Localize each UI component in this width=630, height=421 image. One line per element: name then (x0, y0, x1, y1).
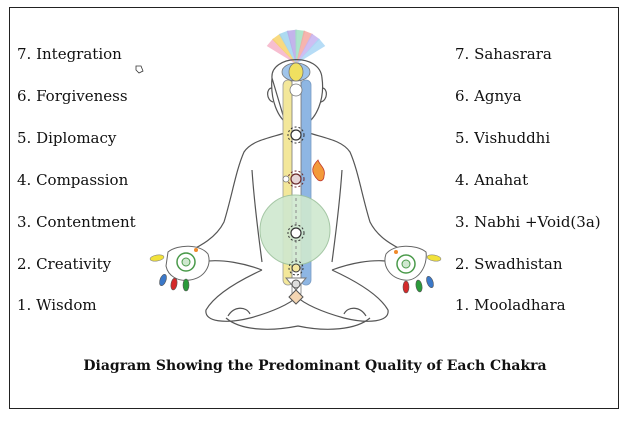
flame-icon (312, 159, 325, 182)
sun-icon (287, 170, 305, 188)
chakra-2: 2. Swadhistan (455, 255, 563, 273)
quality-1: 1. Wisdom (17, 296, 97, 314)
crown-ray (296, 30, 314, 64)
right-hand (384, 245, 442, 294)
hand-cursor-icon (135, 65, 144, 74)
crown-ray (266, 38, 296, 64)
quality-5: 5. Diplomacy (17, 129, 117, 147)
crown-ray (278, 30, 296, 64)
crown-ray (296, 38, 326, 64)
crown-rays (266, 29, 326, 64)
chakra-5: 5. Vishuddhi (455, 129, 551, 147)
quality-4: 4. Compassion (17, 171, 129, 189)
chakra-7: 7. Sahasrara (455, 45, 552, 63)
body-outline (187, 59, 407, 330)
quality-6: 6. Forgiveness (17, 87, 128, 105)
diagram-caption: Diagram Showing the Predominant Quality … (83, 358, 547, 374)
mooladhara-chakra (288, 289, 304, 305)
sun-icon (288, 260, 304, 276)
agnya-point (289, 83, 303, 97)
quality-7: 7. Integration (17, 45, 122, 63)
chakra-6: 6. Agnya (455, 87, 522, 105)
crown-ray (296, 33, 320, 64)
chakra-3: 3. Nabhi +Void(3a) (455, 213, 601, 231)
chakra-1: 1. Mooladhara (455, 296, 566, 314)
chakra-4: 4. Anahat (455, 171, 529, 189)
kundalini-point (291, 279, 301, 289)
quality-2: 2. Creativity (17, 255, 112, 273)
quality-3: 3. Contentment (17, 213, 136, 231)
left-heart-point (282, 175, 290, 183)
sun-icon (287, 224, 305, 242)
crown-ray (286, 29, 297, 64)
left-hand (149, 245, 210, 292)
agnya-chakra (288, 62, 304, 82)
sun-icon (287, 126, 305, 144)
crown-ray (272, 33, 296, 64)
